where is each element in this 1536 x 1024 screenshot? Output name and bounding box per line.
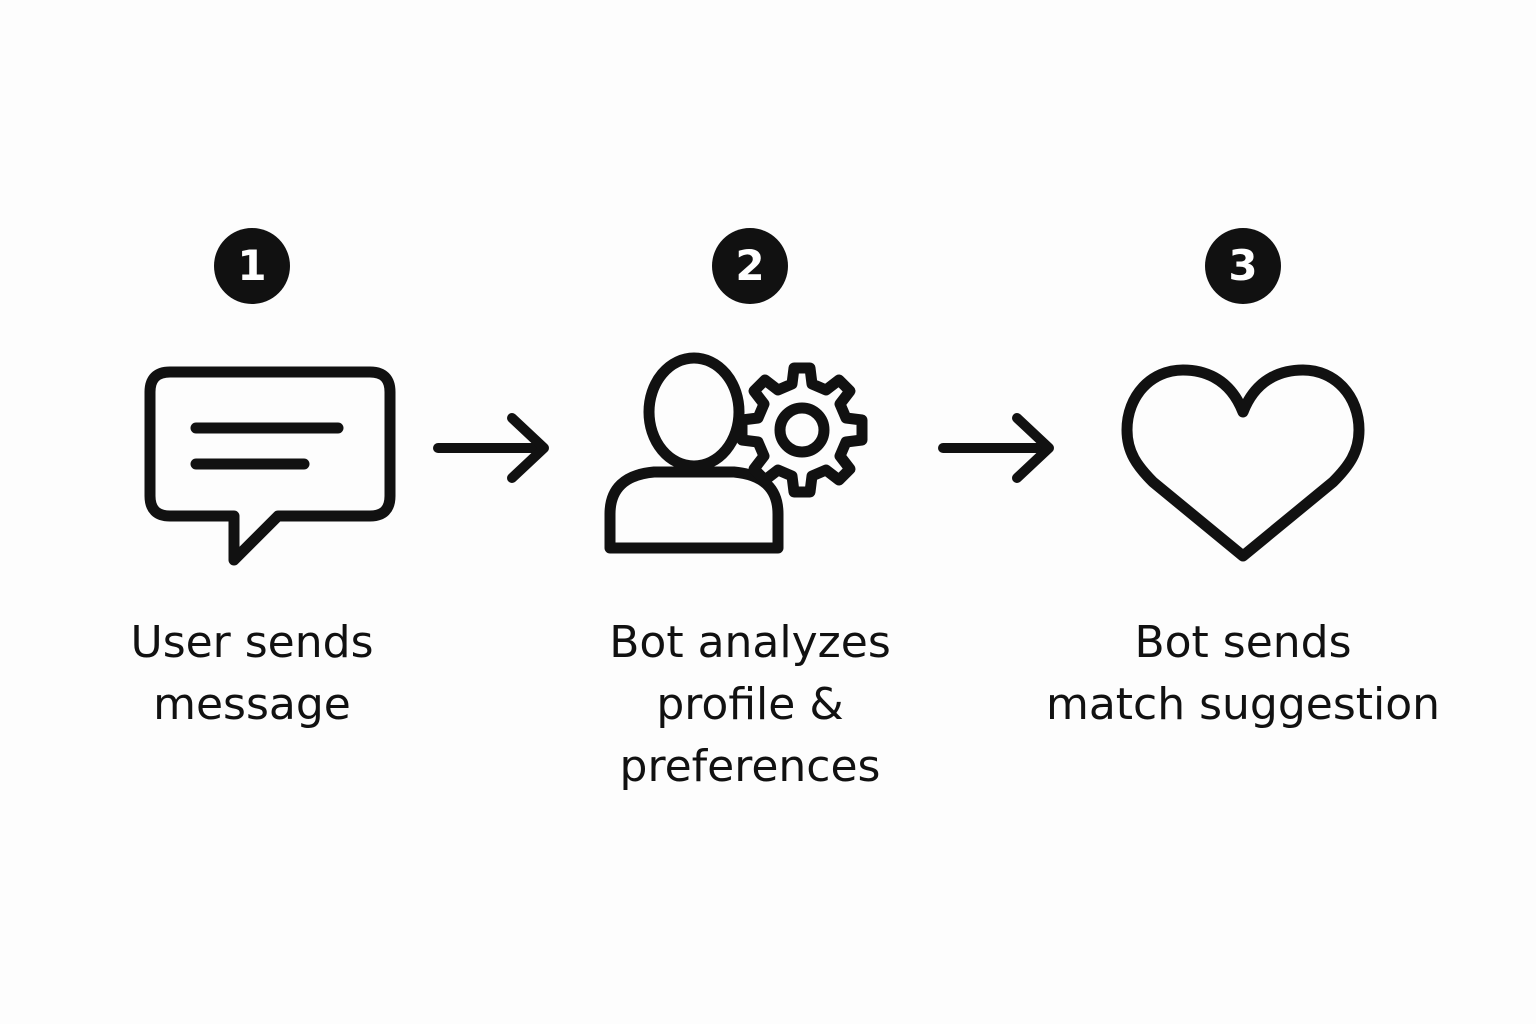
step-2: 2 Bot analyzes profile & preferences	[550, 0, 950, 1024]
step-number-badge: 1	[214, 228, 290, 304]
chat-bubble-icon	[92, 350, 412, 570]
step-caption: Bot sends match suggestion	[1043, 612, 1443, 736]
step-3: 3 Bot sends match suggestion	[1043, 0, 1443, 1024]
step-number-badge: 2	[712, 228, 788, 304]
step-caption: User sends message	[52, 612, 452, 736]
caption-line: preferences	[619, 741, 881, 792]
step-number-badge: 3	[1205, 228, 1281, 304]
caption-line: Bot analyzes	[609, 617, 891, 668]
step-caption: Bot analyzes profile & preferences	[550, 612, 950, 798]
caption-line: profile &	[656, 679, 844, 730]
arrow-right-icon	[430, 408, 552, 488]
step-1: 1 User sends message	[52, 0, 452, 1024]
caption-line: Bot sends	[1134, 617, 1352, 668]
heart-icon	[1083, 350, 1403, 570]
caption-line: message	[153, 679, 351, 730]
caption-line: match suggestion	[1045, 679, 1441, 730]
caption-line: User sends	[130, 617, 374, 668]
arrow-right-icon	[935, 408, 1057, 488]
user-gear-icon	[590, 350, 910, 570]
